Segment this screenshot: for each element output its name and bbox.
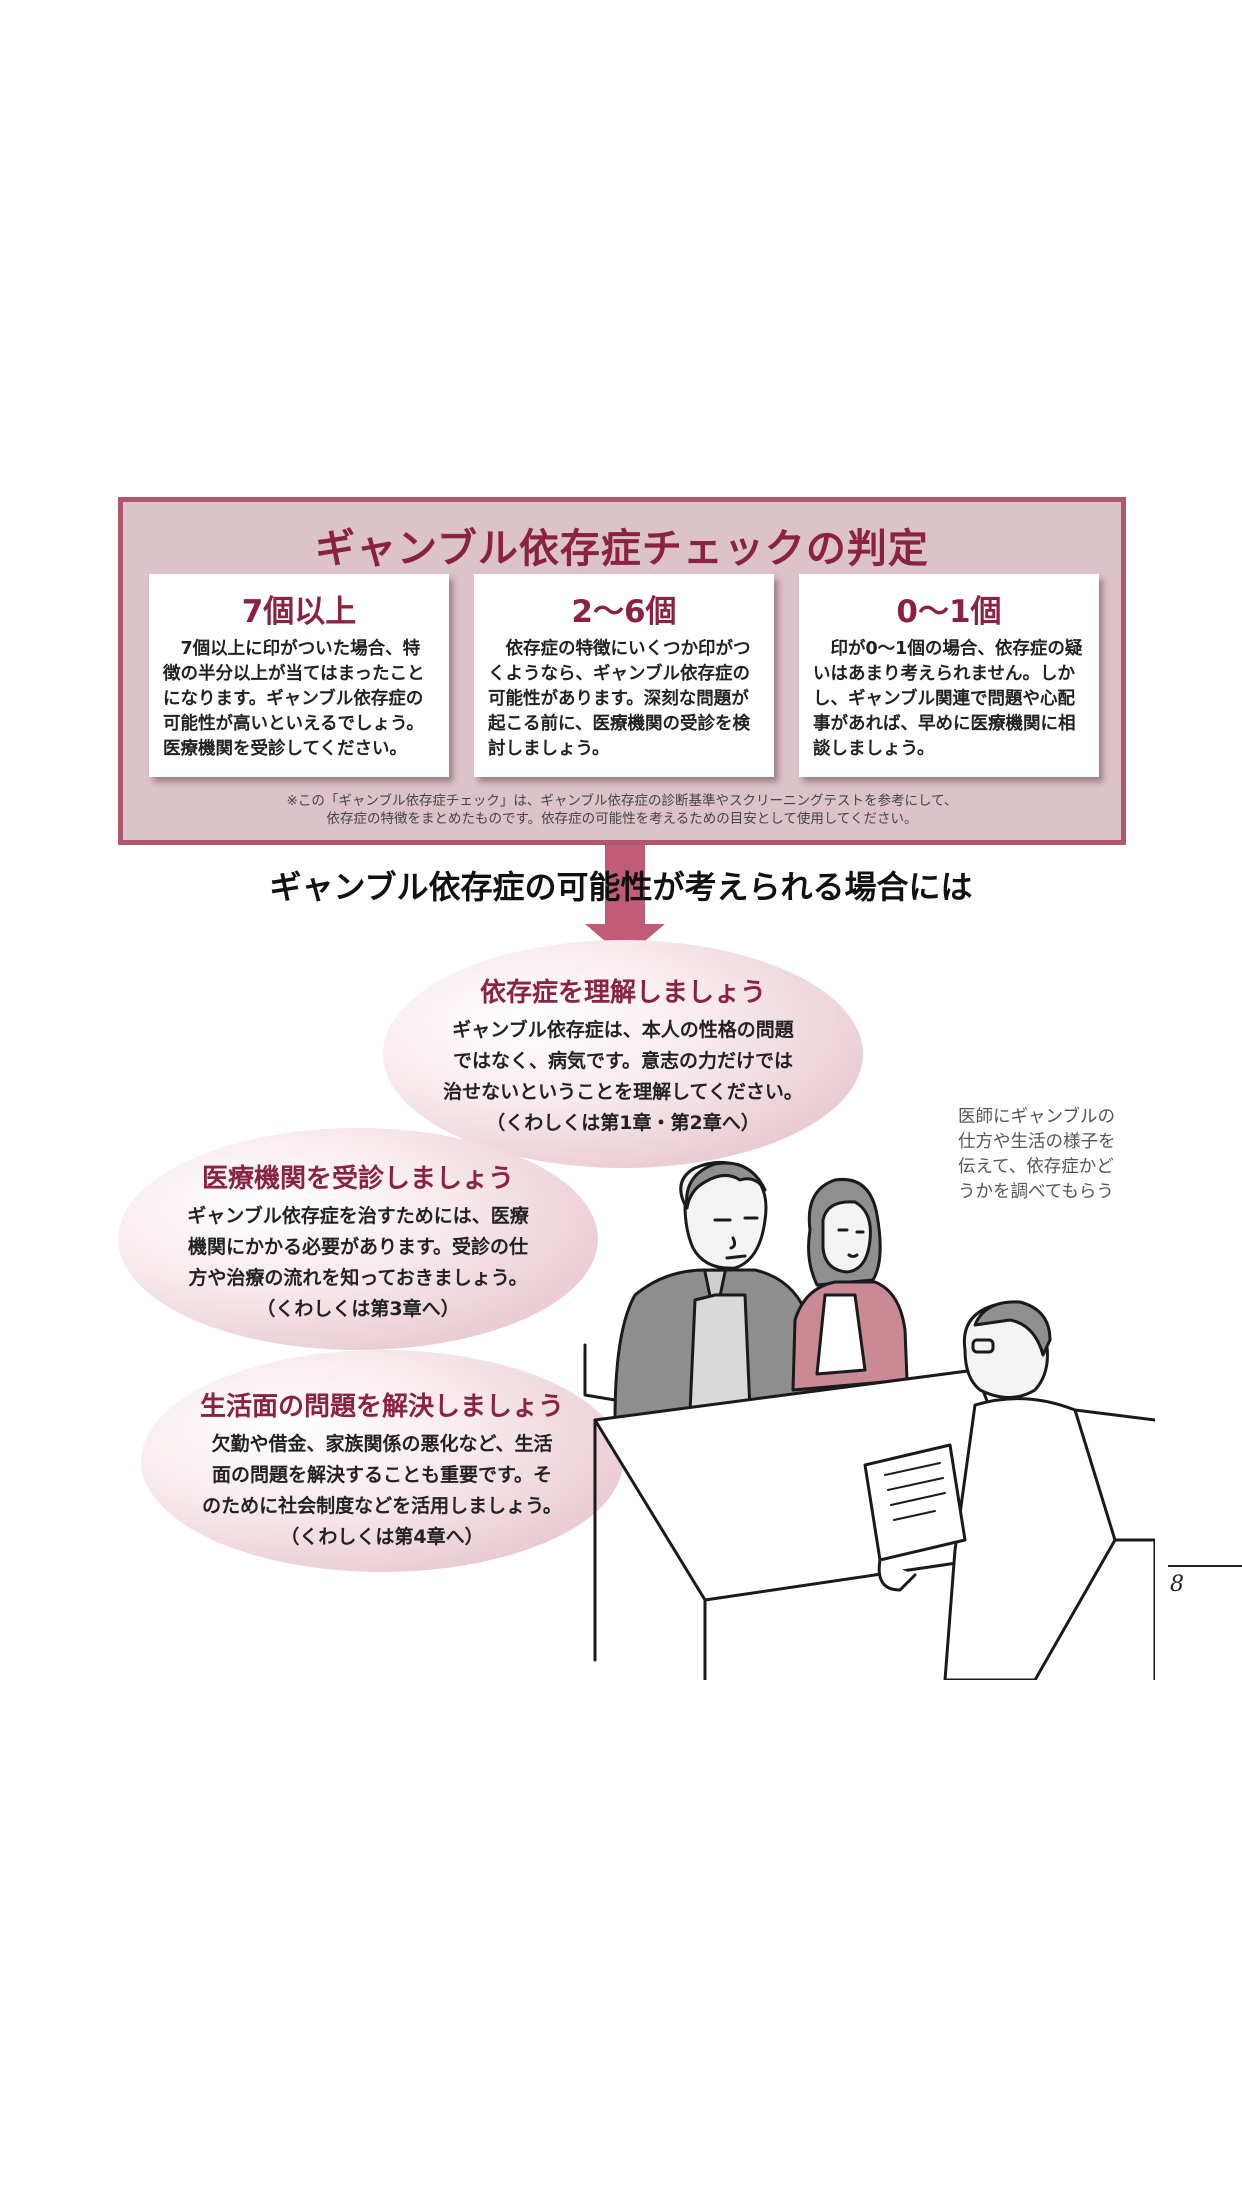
card-body: 7個以上に印がついた場合、特徴の半分以上が当てはまったことになります。ギャンブル… [163, 639, 425, 759]
card-heading: 0〜1個 [896, 594, 1002, 630]
bubble-line: ではなく、病気です。意志の力だけでは [452, 1050, 794, 1072]
bubble-heading: 依存症を理解しましょう [479, 978, 766, 1008]
card-body: 印が0〜1個の場合、依存症の疑いはあまり考えられません。しかし、ギャンブル関連で… [813, 639, 1083, 759]
page-number: 8 [1170, 1572, 1184, 1597]
card-7-or-more: 7個以上 7個以上に印がついた場合、特徴の半分以上が当てはまったことになります。… [149, 574, 449, 777]
bubble-line: （くわしくは第3章へ） [256, 1298, 460, 1320]
bubble-see-doctor: 医療機関を受診しましょう ギャンブル依存症を治すためには、医療 機関にかかる必要… [118, 1128, 598, 1350]
down-arrow-icon [605, 845, 645, 925]
bubble-line: 方や治療の流れを知っておきましょう。 [188, 1267, 528, 1289]
panel-note: ※この「ギャンブル依存症チェック」は、ギャンブル依存症の診断基準やスクリーニング… [123, 792, 1121, 828]
caption-line: 医師にギャンブルの [958, 1107, 1115, 1127]
bubble-solve-life: 生活面の問題を解決しましょう 欠勤や借金、家族関係の悪化など、生活 面の問題を解… [141, 1350, 623, 1572]
caption-line: 仕方や生活の様子を [958, 1132, 1116, 1152]
page-number-rule [1168, 1565, 1242, 1567]
card-body: 依存症の特徴にいくつか印がつくようなら、ギャンブル依存症の可能性があります。深刻… [488, 639, 751, 759]
caption-line: 伝えて、依存症かど [958, 1157, 1114, 1177]
bubble-line: 欠勤や借金、家族関係の悪化など、生活 [211, 1433, 553, 1455]
chair-right [1113, 1538, 1155, 1680]
bubble-line: ギャンブル依存症を治すためには、医療 [187, 1205, 529, 1227]
bubble-line: のために社会制度などを活用しましょう。 [202, 1495, 562, 1517]
card-2-to-6: 2〜6個 依存症の特徴にいくつか印がつくようなら、ギャンブル依存症の可能性があり… [474, 574, 774, 777]
bubble-line: （くわしくは第4章へ） [280, 1526, 484, 1548]
section-question: ギャンブル依存症の可能性が考えられる場合には [269, 868, 973, 906]
bubble-understand: 依存症を理解しましょう ギャンブル依存症は、本人の性格の問題 ではなく、病気です… [383, 940, 863, 1168]
woman-figure [791, 1177, 909, 1392]
bubble-heading: 医療機関を受診しましょう [201, 1164, 514, 1194]
note-line: ※この「ギャンブル依存症チェック」は、ギャンブル依存症の診断基準やスクリーニング… [286, 793, 958, 809]
bubble-heading: 生活面の問題を解決しましょう [199, 1392, 564, 1422]
card-heading: 2〜6個 [571, 594, 677, 630]
card-heading: 7個以上 [241, 594, 357, 630]
note-line: 依存症の特徴をまとめたものです。依存症の可能性を考えるための目安として使用してく… [326, 811, 918, 827]
panel-title: ギャンブル依存症チェックの判定 [315, 526, 929, 572]
bubble-line: （くわしくは第1章・第2章へ） [486, 1112, 760, 1134]
bubble-line: 面の問題を解決することも重要です。そ [211, 1464, 553, 1486]
bubble-line: ギャンブル依存症は、本人の性格の問題 [452, 1019, 794, 1041]
doctor-consultation-illustration [583, 1160, 1155, 1680]
bubble-line: 治せないということを理解してください。 [443, 1081, 803, 1103]
man-figure [613, 1160, 825, 1422]
bubble-line: 機関にかかる必要があります。受診の仕 [187, 1236, 529, 1258]
illustration-caption: 医師にギャンブルの 仕方や生活の様子を 伝えて、依存症かど うかを調べてもらう [958, 1105, 1148, 1205]
document-paper [863, 1443, 967, 1562]
card-0-to-1: 0〜1個 印が0〜1個の場合、依存症の疑いはあまり考えられません。しかし、ギャン… [799, 574, 1099, 777]
judgment-panel: ギャンブル依存症チェックの判定 7個以上 7個以上に印がついた場合、特徴の半分以… [118, 497, 1126, 845]
doctor-figure [943, 1300, 1155, 1680]
chair-back-left [583, 1343, 617, 1402]
caption-line: うかを調べてもらう [958, 1182, 1114, 1202]
